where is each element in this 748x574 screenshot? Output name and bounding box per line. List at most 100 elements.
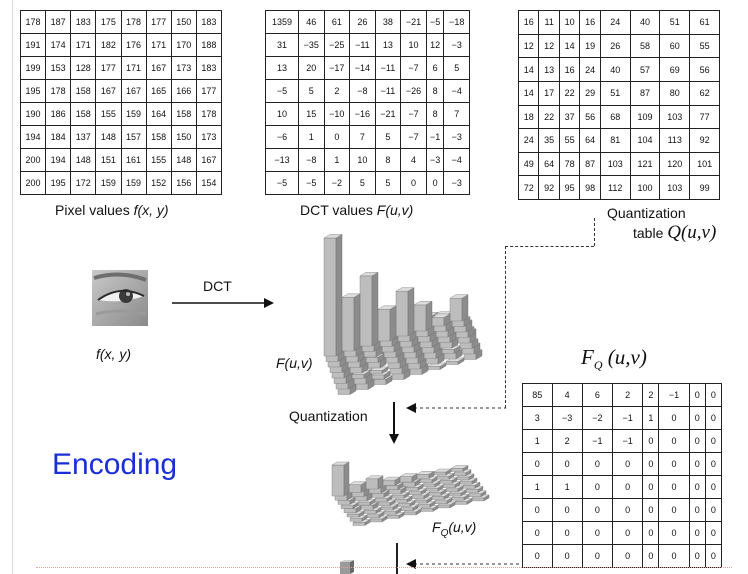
quantized-bar	[419, 476, 438, 484]
dct-arrow-label: DCT	[203, 278, 232, 294]
quant-to-fq-dashed-horizontal	[505, 246, 594, 247]
dct-values-cell: 20	[298, 56, 325, 80]
dct-values-cell: −5	[425, 10, 445, 34]
pixel-values-cell: 148	[70, 148, 97, 172]
quantized-cell: 0	[704, 406, 723, 430]
quantized-cell: 0	[688, 406, 706, 430]
quantized-cell: 0	[612, 498, 644, 522]
quantized-cell: 0	[704, 498, 723, 522]
quantized-cell: 0	[522, 498, 553, 522]
quantized-cell: −3	[551, 406, 583, 430]
dct-values-cell: −2	[323, 171, 351, 195]
pixel-values-cell: 177	[195, 79, 223, 103]
fq-bars-label: FQ(u,v)	[432, 519, 476, 539]
quantization-cell: 35	[538, 128, 560, 153]
quantized-cell: 0	[704, 452, 723, 476]
quantization-cell: 87	[629, 80, 661, 106]
dct-values-cell: −11	[349, 33, 376, 57]
pixel-values-cell: 158	[70, 102, 97, 126]
pixel-values-cell: 191	[19, 33, 47, 57]
quantized-bar	[365, 475, 384, 490]
quantized-cell: 0	[522, 521, 553, 545]
pixel-values-cell: 170	[170, 33, 197, 57]
dct-values-cell: 5	[374, 125, 402, 149]
fq-title-sub: Q	[593, 358, 603, 373]
dct-values-cell: −4	[443, 79, 470, 103]
dct-values-cell: −17	[323, 56, 351, 80]
quantization-cell: 17	[538, 80, 560, 106]
quantization-cell: 80	[659, 80, 691, 106]
quantization-cell: 99	[689, 175, 720, 200]
quantized-cell: 0	[551, 544, 583, 568]
dct-values-cell: 8	[374, 148, 402, 172]
quantization-label: Quantization	[289, 408, 368, 424]
dct-bars-3d	[323, 234, 483, 395]
dct-bar	[449, 294, 469, 322]
quantization-cell: 40	[629, 10, 661, 35]
pixel-values-cell: 159	[120, 171, 147, 195]
quantized-cell: 0	[658, 406, 690, 430]
quantization-cell: 16	[579, 10, 601, 35]
dct-values-cell: 0	[323, 125, 351, 149]
quantized-bar	[400, 504, 419, 512]
quantized-cell: 0	[642, 475, 660, 499]
quantization-cell: 103	[599, 151, 631, 177]
pixel-values-cell: 190	[19, 102, 47, 126]
bottom-down-line	[396, 543, 398, 574]
quantized-cell: 0	[612, 475, 644, 499]
pixel-values-cell: 188	[195, 33, 223, 57]
quantization-cell: 18	[517, 104, 540, 130]
pixel-values-cell: 173	[195, 125, 223, 149]
dct-bar	[395, 287, 415, 337]
quantization-cell: 56	[579, 104, 601, 130]
dct-values-cell: 10	[349, 148, 376, 172]
quantization-cell: 62	[689, 80, 720, 106]
quantized-cell: 1	[522, 475, 553, 499]
quantized-cell: 4	[551, 383, 583, 407]
quantization-cell: 51	[659, 10, 691, 35]
quantization-cell: 87	[579, 151, 601, 177]
fq-title-main: F	[581, 345, 594, 369]
quantization-cell: 14	[517, 57, 540, 82]
dct-caption-text: DCT values	[300, 202, 377, 218]
pixel-values-cell: 200	[19, 171, 47, 195]
pixel-values-cell: 174	[45, 33, 72, 57]
quantization-cell: 56	[689, 57, 720, 82]
pixel-values-cell: 161	[120, 148, 147, 172]
dct-values-cell: −7	[400, 125, 427, 149]
quantized-cell: 0	[658, 429, 690, 453]
dct-values-cell: −3	[425, 148, 445, 172]
quantization-cell: 101	[689, 151, 720, 177]
dashed-arrow-to-quantization	[406, 403, 506, 413]
quantized-bar	[382, 476, 401, 486]
quantized-cell: 0	[522, 452, 553, 476]
quantized-cell: 0	[642, 498, 660, 522]
dct-values-cell: 10	[400, 33, 427, 57]
pixel-values-cell: 148	[95, 125, 122, 149]
quantization-cell: 61	[689, 10, 720, 35]
dct-values-cell: 8	[425, 102, 445, 126]
quantized-cell: 0	[704, 475, 723, 499]
dct-bars-label: F(u,v)	[276, 355, 313, 371]
pixel-values-cell: 172	[70, 171, 97, 195]
pixel-values-cell: 178	[195, 102, 223, 126]
quantized-bar	[433, 468, 452, 476]
quantized-cell: 0	[612, 452, 644, 476]
dct-values-cell: −3	[443, 33, 470, 57]
quantized-cell: 0	[688, 544, 706, 568]
